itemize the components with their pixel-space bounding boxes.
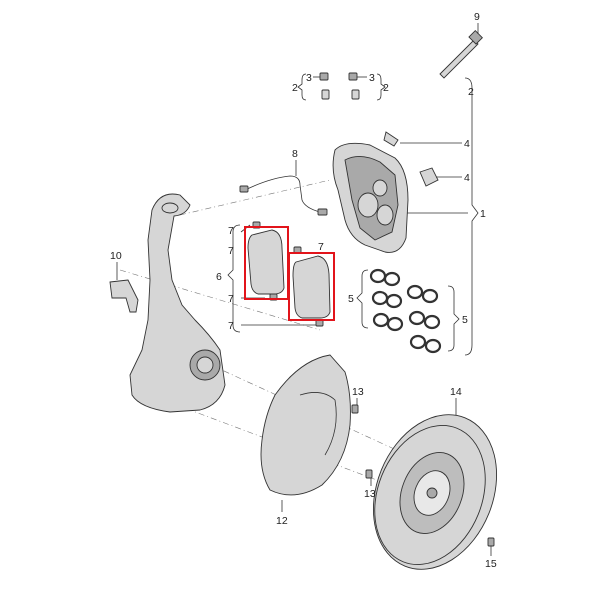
screw-part-3-left xyxy=(319,72,330,100)
label-12: 12 xyxy=(276,515,288,527)
brake-caliper-part-1 xyxy=(332,142,409,253)
bracket-part-10 xyxy=(109,279,139,313)
bolt-part-15 xyxy=(487,537,495,547)
label-1: 1 xyxy=(480,208,486,220)
label-4: 4 xyxy=(464,138,470,150)
brake-pad-right xyxy=(292,246,331,327)
bolt-part-9 xyxy=(439,29,484,79)
label-7: 7 xyxy=(228,320,234,332)
label-7: 7 xyxy=(228,225,234,237)
brake-disc-part-14 xyxy=(372,414,498,570)
label-2: 2 xyxy=(468,86,474,98)
clip-part-4-upper xyxy=(383,131,399,147)
wear-sensor-part-8 xyxy=(239,175,328,216)
label-2: 2 xyxy=(383,82,389,94)
bolt-part-13-upper xyxy=(351,404,359,414)
label-10: 10 xyxy=(110,250,122,262)
label-5: 5 xyxy=(462,314,468,326)
piston-seals-right xyxy=(406,284,442,354)
highlight-box-pad-right xyxy=(288,252,335,321)
label-2: 2 xyxy=(292,82,298,94)
label-3: 3 xyxy=(369,72,375,84)
label-13: 13 xyxy=(364,488,376,500)
clip-part-4-lower xyxy=(419,167,439,187)
label-8: 8 xyxy=(292,148,298,160)
label-13: 13 xyxy=(352,386,364,398)
label-5: 5 xyxy=(348,293,354,305)
screw-part-3-right xyxy=(348,72,360,100)
label-3: 3 xyxy=(306,72,312,84)
label-9: 9 xyxy=(474,11,480,23)
brake-pad-left xyxy=(247,221,285,301)
piston-seals-left xyxy=(369,268,404,332)
steering-knuckle xyxy=(129,193,226,413)
splash-shield-part-12 xyxy=(260,354,351,496)
label-7: 7 xyxy=(228,245,234,257)
label-15: 15 xyxy=(485,558,497,570)
label-7: 7 xyxy=(318,241,324,253)
bolt-part-13-lower xyxy=(365,469,373,479)
part-labels: 1 2 2 2 3 3 4 4 5 5 6 7 7 7 7 7 8 9 10 1… xyxy=(110,11,497,570)
label-7: 7 xyxy=(228,293,234,305)
label-4: 4 xyxy=(464,172,470,184)
label-14: 14 xyxy=(450,386,462,398)
label-6: 6 xyxy=(216,271,222,283)
